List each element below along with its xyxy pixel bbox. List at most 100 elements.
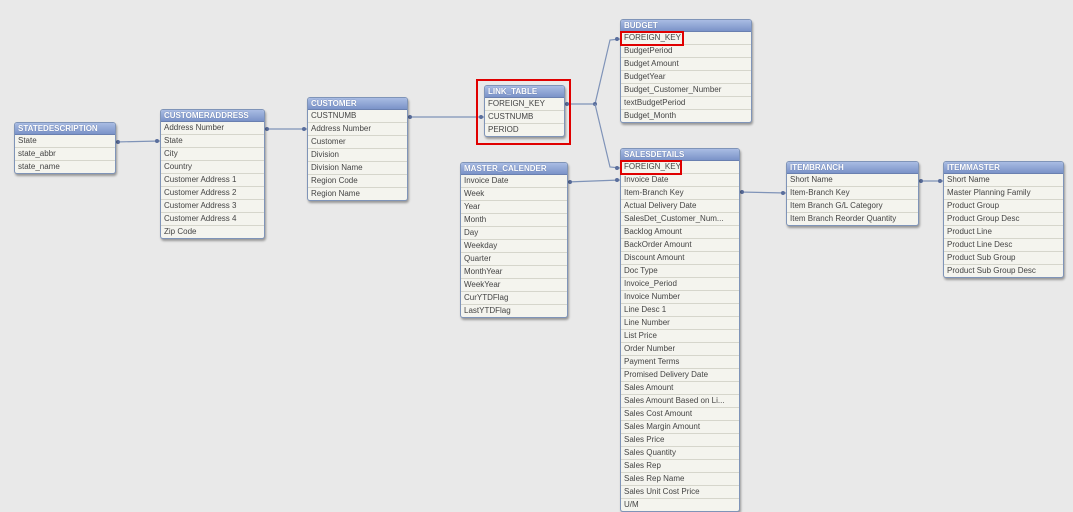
table-field[interactable]: Order Number [621,343,739,356]
table-field[interactable]: Weekday [461,240,567,253]
table-field[interactable]: WeekYear [461,279,567,292]
table-field[interactable]: Discount Amount [621,252,739,265]
table-field[interactable]: Promised Delivery Date [621,369,739,382]
table-field[interactable]: CUSTNUMB [308,110,407,123]
table-field[interactable]: CUSTNUMB [485,111,564,124]
table-field[interactable]: Invoice Number [621,291,739,304]
table-field[interactable]: LastYTDFlag [464,306,511,315]
table-customer[interactable]: CUSTOMER CUSTNUMB Address Number Custome… [307,97,408,201]
table-field[interactable]: Line Desc 1 [621,304,739,317]
table-field[interactable]: BudgetYear [621,71,751,84]
table-master-calender[interactable]: MASTER_CALENDER Invoice Date Week Year M… [460,162,568,318]
link-custnumb [407,115,484,119]
table-field[interactable]: Month [461,214,567,227]
table-field[interactable]: state_name [18,162,60,171]
table-field[interactable]: Budget_Month [624,111,677,120]
table-field[interactable]: state_abbr [15,148,115,161]
table-title[interactable]: BUDGET [621,20,751,32]
table-field[interactable]: BackOrder Amount [621,239,739,252]
table-customeraddress[interactable]: CUSTOMERADDRESS Address Number State Cit… [160,109,265,239]
table-field[interactable]: Item Branch Reorder Quantity [790,214,897,223]
table-field[interactable]: Product Group Desc [944,213,1063,226]
table-field[interactable]: CurYTDFlag [461,292,567,305]
table-field[interactable]: Zip Code [164,227,197,236]
table-field[interactable]: Master Planning Family [944,187,1063,200]
table-field[interactable]: Item-Branch Key [621,187,739,200]
table-field[interactable]: Sales Amount [621,382,739,395]
table-field[interactable]: Short Name [944,174,1063,187]
table-title[interactable]: CUSTOMER [308,98,407,110]
table-field[interactable]: Product Sub Group [944,252,1063,265]
table-field[interactable]: Product Group [944,200,1063,213]
table-field[interactable]: Customer Address 4 [161,213,264,226]
table-field[interactable]: Division Name [308,162,407,175]
table-field[interactable]: Budget Amount [621,58,751,71]
link-item-branch-key [738,190,787,195]
table-title[interactable]: ITEMMASTER [944,162,1063,174]
table-field[interactable]: Sales Price [621,434,739,447]
table-field[interactable]: Doc Type [621,265,739,278]
table-field[interactable]: Customer Address 2 [161,187,264,200]
table-link-table[interactable]: LINK_TABLE FOREIGN_KEY CUSTNUMB PERIOD [484,85,565,137]
table-field[interactable]: Year [461,201,567,214]
table-field[interactable]: List Price [621,330,739,343]
table-field[interactable]: PERIOD [488,125,519,134]
link-foreign-key-sales [594,103,621,170]
table-field[interactable]: Line Number [621,317,739,330]
table-field[interactable]: Sales Quantity [621,447,739,460]
table-field[interactable]: Customer Address 3 [161,200,264,213]
table-field[interactable]: Country [161,161,264,174]
table-title[interactable]: ITEMBRANCH [787,162,918,174]
table-field[interactable]: Day [461,227,567,240]
table-itemmaster[interactable]: ITEMMASTER Short Name Master Planning Fa… [943,161,1064,278]
table-field[interactable]: City [161,148,264,161]
table-field[interactable]: Invoice_Period [621,278,739,291]
table-field[interactable]: Budget_Customer_Number [621,84,751,97]
table-title[interactable]: STATEDESCRIPTION [15,123,115,135]
table-field[interactable]: Actual Delivery Date [621,200,739,213]
table-field[interactable]: MonthYear [461,266,567,279]
table-field[interactable]: Product Line [944,226,1063,239]
table-title[interactable]: MASTER_CALENDER [461,163,567,175]
table-field[interactable]: Sales Rep [621,460,739,473]
table-field[interactable]: State [15,135,115,148]
table-field[interactable]: Payment Terms [621,356,739,369]
table-field[interactable]: Quarter [461,253,567,266]
table-field[interactable]: Sales Amount Based on Li... [621,395,739,408]
table-title[interactable]: LINK_TABLE [485,86,564,98]
table-itembranch[interactable]: ITEMBRANCH Short Name Item-Branch Key It… [786,161,919,226]
table-budget[interactable]: BUDGET FOREIGN_KEY BudgetPeriod Budget A… [620,19,752,123]
table-field[interactable]: Sales Rep Name [621,473,739,486]
table-field[interactable]: U/M [624,500,639,509]
link-table-highlight-box [476,79,571,145]
table-field[interactable]: BudgetPeriod [621,45,751,58]
table-field[interactable]: Backlog Amount [621,226,739,239]
table-statedescription[interactable]: STATEDESCRIPTION State state_abbr state_… [14,122,116,174]
table-field[interactable]: Product Sub Group Desc [947,266,1036,275]
budget-foreign-key-highlight-box [620,31,684,46]
table-field[interactable]: Sales Margin Amount [621,421,739,434]
table-field[interactable]: Sales Unit Cost Price [621,486,739,499]
table-field[interactable]: Invoice Date [621,174,739,187]
table-field[interactable]: textBudgetPeriod [621,97,751,110]
table-field[interactable]: Region Code [308,175,407,188]
table-field[interactable]: Item-Branch Key [787,187,918,200]
table-field[interactable]: Product Line Desc [944,239,1063,252]
table-field[interactable]: Sales Cost Amount [621,408,739,421]
table-field[interactable]: Address Number [161,122,264,135]
table-field[interactable]: FOREIGN_KEY [621,32,751,45]
table-field[interactable]: State [161,135,264,148]
table-title[interactable]: CUSTOMERADDRESS [161,110,264,122]
table-field[interactable]: Customer Address 1 [161,174,264,187]
table-field[interactable]: Short Name [787,174,918,187]
table-field[interactable]: Customer [308,136,407,149]
table-field[interactable]: SalesDet_Customer_Num... [621,213,739,226]
table-field[interactable]: Item Branch G/L Category [787,200,918,213]
table-field[interactable]: Invoice Date [461,175,567,188]
table-field[interactable]: Region Name [311,189,360,198]
table-salesdetails[interactable]: SALESDETAILS FOREIGN_KEY Invoice Date It… [620,148,740,512]
table-field[interactable]: Division [308,149,407,162]
table-field[interactable]: FOREIGN_KEY [485,98,564,111]
table-field[interactable]: Address Number [308,123,407,136]
table-field[interactable]: Week [461,188,567,201]
